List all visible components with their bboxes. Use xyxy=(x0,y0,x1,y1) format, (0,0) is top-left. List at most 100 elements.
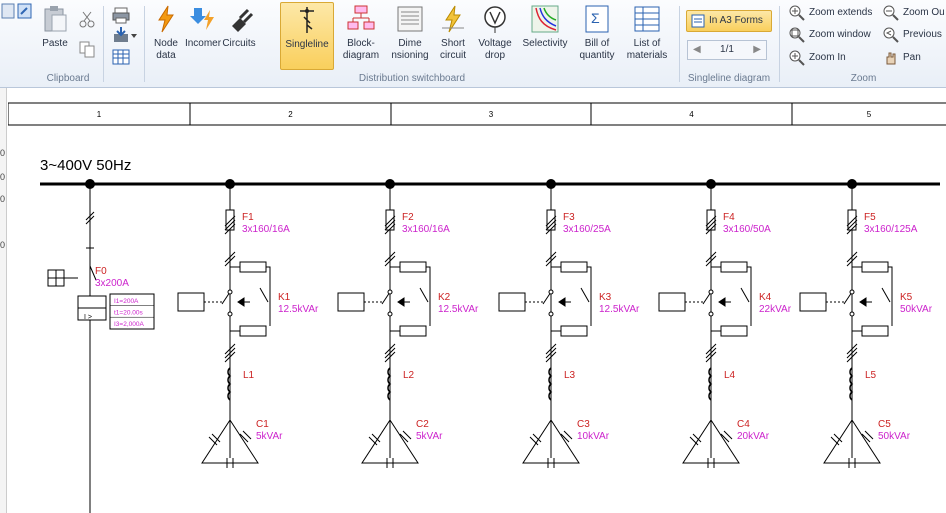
paste-button[interactable]: Paste xyxy=(38,2,72,70)
bypass-line xyxy=(711,266,752,326)
singleline-button[interactable]: Singleline xyxy=(280,2,334,70)
breaker-handle-cross xyxy=(48,270,64,286)
three-phase-mark xyxy=(846,215,858,235)
capacitor-plate xyxy=(208,433,221,446)
column-label-4: 4 xyxy=(689,110,694,119)
three-phase-mark xyxy=(224,251,236,267)
prev-page-icon[interactable]: ◀ xyxy=(693,44,701,55)
three-phase-mark xyxy=(545,215,557,235)
block-diagram-button[interactable]: Block-diagram xyxy=(336,2,386,70)
contact-node xyxy=(708,289,714,295)
pan-button[interactable]: Pan xyxy=(883,49,921,67)
three-phase-mark xyxy=(705,251,717,267)
bypass-line xyxy=(390,266,431,326)
zoom-extends-button[interactable]: Zoom extends xyxy=(789,4,872,22)
pan-hand-icon xyxy=(886,52,896,65)
capacitor-plate xyxy=(386,458,394,468)
zoom-group: Zoom extends Zoom Ou Zoom window Previou… xyxy=(781,0,946,88)
reactor-name: L1 xyxy=(243,370,255,381)
contactor-rating: 50kVAr xyxy=(900,304,933,315)
capacitor-rating: 5kVAr xyxy=(416,431,443,442)
contactor-arrow xyxy=(237,297,250,307)
quick-access-icons[interactable] xyxy=(0,0,34,24)
reactor-coil xyxy=(227,367,232,401)
cut-icon[interactable] xyxy=(78,10,96,28)
contactor-arrow xyxy=(558,297,571,307)
bypass-line xyxy=(230,266,271,326)
contact-node xyxy=(227,311,233,317)
zoom-in-button[interactable]: Zoom In xyxy=(789,49,846,67)
incomer-setting-0: I1=200A xyxy=(114,298,139,305)
coil-symbol xyxy=(498,292,526,312)
print-icon[interactable] xyxy=(112,6,130,24)
fuse-symbol xyxy=(706,209,716,231)
capacitor-name: C2 xyxy=(416,419,429,430)
zoom-previous-button[interactable]: Previous xyxy=(883,26,942,44)
left-ruler: 0 0 0 0 xyxy=(0,88,7,513)
relay-label: I > xyxy=(84,314,92,321)
fuse-name: F1 xyxy=(242,212,254,223)
fuse-rating: 3x160/25A xyxy=(563,224,611,235)
export-dropdown-icon[interactable] xyxy=(112,26,138,44)
copy-icon[interactable] xyxy=(78,40,96,58)
contact-node xyxy=(548,289,554,295)
zoom-out-button[interactable]: Zoom Ou xyxy=(883,4,945,22)
singleline-group-label: Singleline diagram xyxy=(687,73,771,84)
contactor-contact-2 xyxy=(881,287,891,303)
selectivity-button[interactable]: Selectivity xyxy=(518,2,572,70)
contactor-arrow xyxy=(397,297,410,307)
contactor-arrow xyxy=(718,297,731,307)
capacitor-plate xyxy=(239,430,252,443)
a3-forms-label: In A3 Forms xyxy=(709,15,763,26)
coil-symbol xyxy=(177,292,205,312)
left-ruler-mark: 0 xyxy=(0,194,6,204)
contactor-arrow xyxy=(859,297,872,307)
voltage-drop-icon xyxy=(484,6,506,33)
three-phase-mark xyxy=(384,251,396,267)
zoom-window-icon xyxy=(789,27,805,43)
resistor-top xyxy=(560,261,588,273)
contactor-rating: 12.5kVAr xyxy=(599,304,640,315)
capacitor-plate xyxy=(848,458,856,468)
three-phase-mark xyxy=(545,251,557,267)
plug-button[interactable]: Circuits xyxy=(222,2,256,70)
a3-forms-button[interactable]: In A3 Forms xyxy=(686,10,772,32)
column-label-1: 1 xyxy=(97,110,102,119)
zoom-extends-icon xyxy=(789,5,805,21)
incomer-setting-1: t1=20.00s xyxy=(114,310,143,317)
breaker-top xyxy=(86,247,94,256)
coil-symbol xyxy=(337,292,365,312)
resistor-bottom xyxy=(239,325,267,337)
feeder-circuits: F13x160/16AK112.5kVArL1C15kVArF23x160/16… xyxy=(177,179,933,468)
next-page-icon[interactable]: ▶ xyxy=(753,44,761,55)
zoom-window-button[interactable]: Zoom window xyxy=(789,26,871,44)
page-navigator[interactable]: ◀ 1/1 ▶ xyxy=(687,40,767,60)
three-phase-mark xyxy=(705,215,717,235)
contact-node xyxy=(708,311,714,317)
capacitor-name: C4 xyxy=(737,419,750,430)
capacitor-rating: 10kVAr xyxy=(577,431,610,442)
table-icon[interactable] xyxy=(112,48,130,66)
incomer-button[interactable]: Incomer xyxy=(184,2,222,70)
contactor-name: K2 xyxy=(438,292,451,303)
contactor-rating: 22kVAr xyxy=(759,304,792,315)
contact-node xyxy=(849,289,855,295)
capacitor-plate xyxy=(707,458,715,468)
